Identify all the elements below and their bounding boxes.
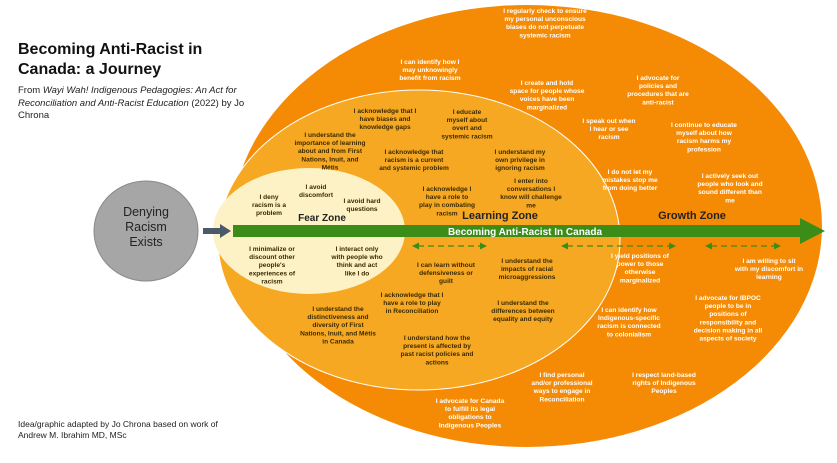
page-title: Becoming Anti-Racist in Canada: a Journe… bbox=[18, 41, 203, 78]
dashed-double-arrow-1 bbox=[412, 242, 487, 250]
source-citation: From Wayi Wah! Indigenous Pedagogies: An… bbox=[18, 85, 263, 123]
fear-zone-label: Fear Zone bbox=[298, 213, 346, 224]
denying-arrow bbox=[203, 224, 231, 238]
growth-zone-label: Growth Zone bbox=[658, 210, 726, 222]
book-title: Wayi Wah! Indigenous Pedagogies: An Act … bbox=[18, 85, 237, 109]
arrow-label: Becoming Anti-Racist In Canada bbox=[448, 227, 603, 238]
source-prefix: From bbox=[18, 85, 43, 96]
learning-zone-label: Learning Zone bbox=[462, 210, 538, 222]
credit-note: Idea/graphic adapted by Jo Chrona based … bbox=[18, 419, 218, 440]
learning-zone bbox=[217, 89, 621, 391]
fear-zone bbox=[213, 168, 405, 294]
dashed-double-arrow-2 bbox=[561, 242, 676, 250]
dashed-double-arrow-3 bbox=[705, 242, 781, 250]
growth-zone bbox=[232, 5, 822, 447]
denying-racism-bubble bbox=[93, 180, 199, 282]
anti-racist-arrow bbox=[233, 218, 825, 244]
